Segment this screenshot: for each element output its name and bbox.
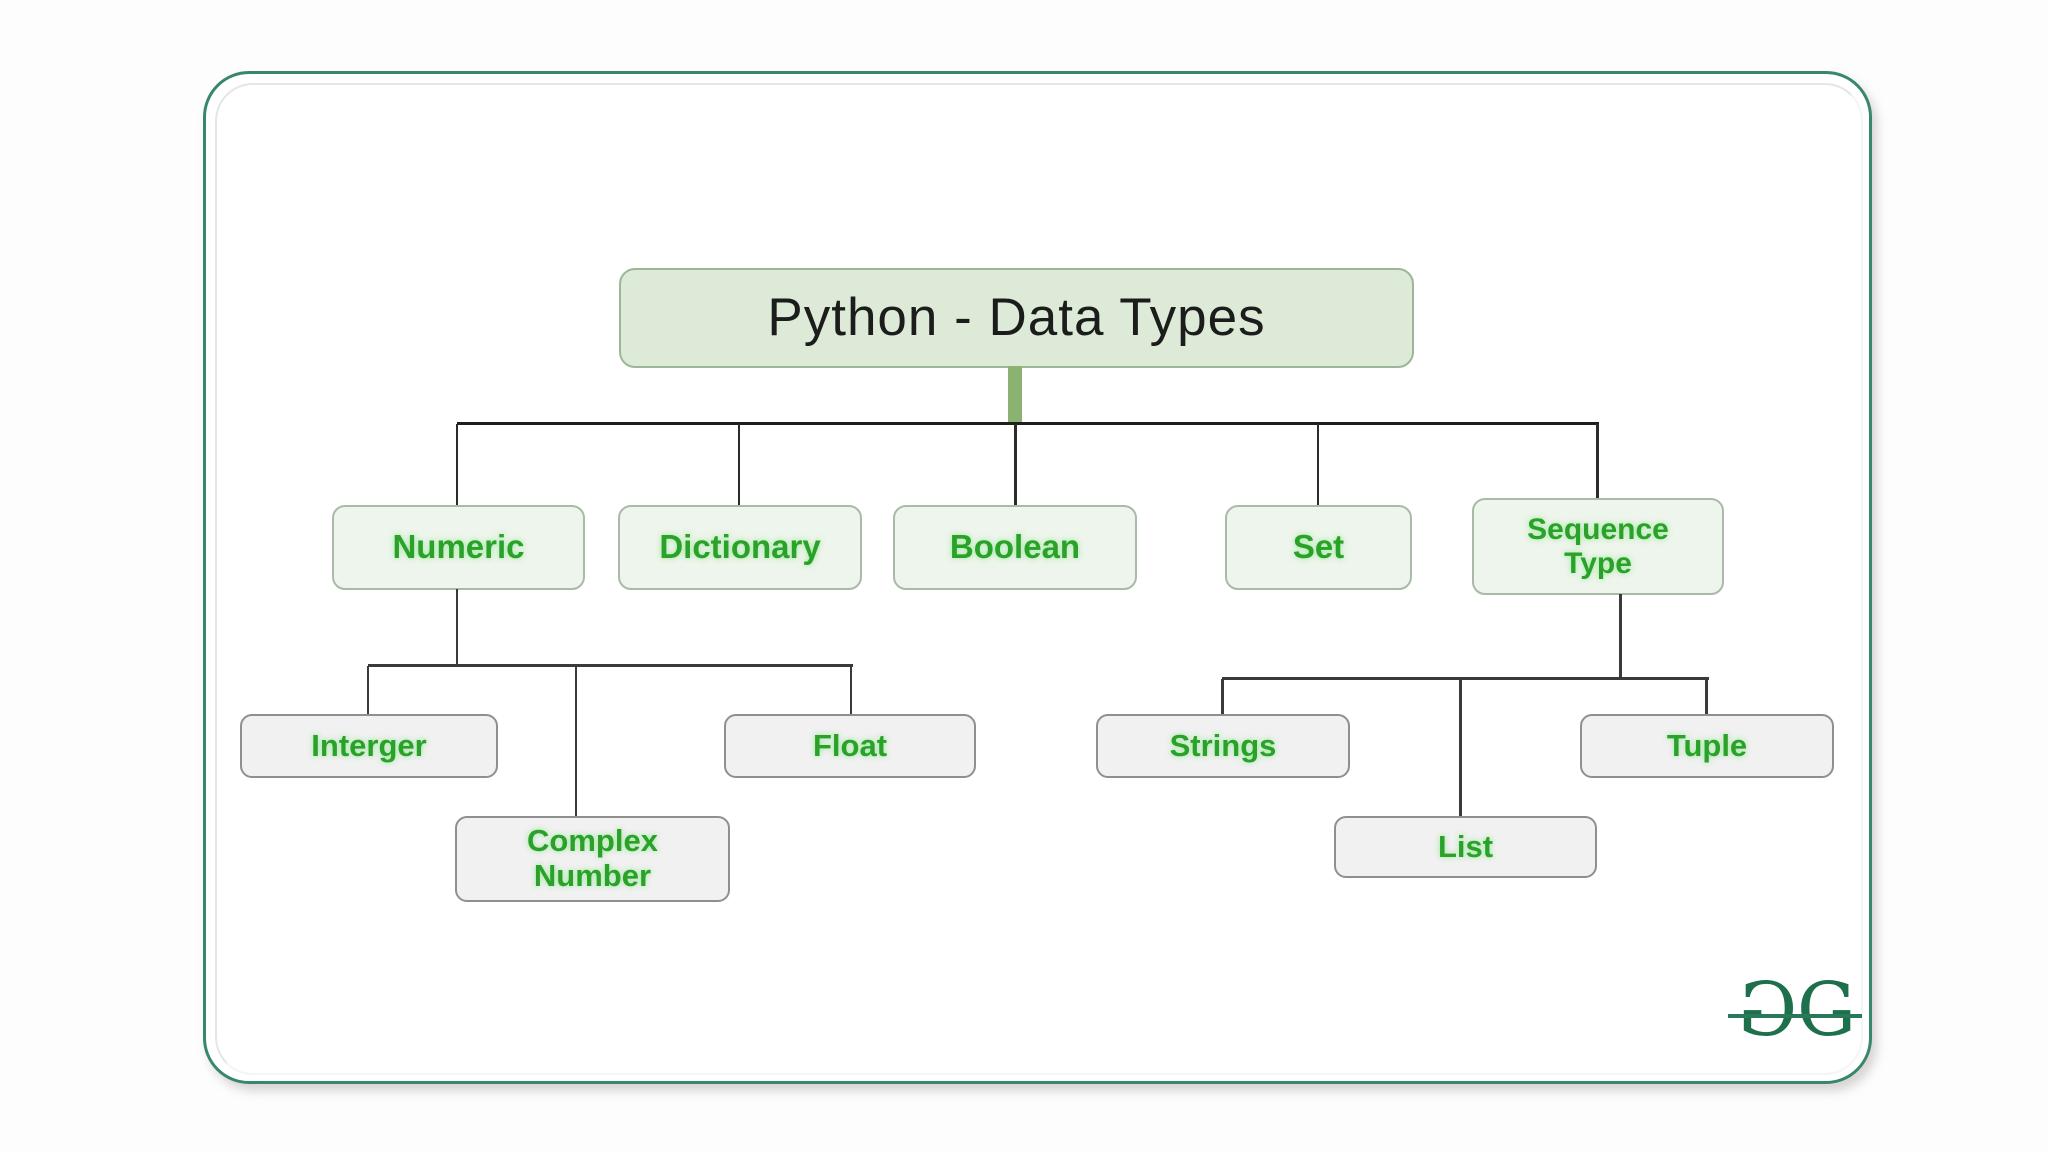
node-tuple-label: Tuple <box>1666 727 1748 763</box>
connector-drop-float <box>850 666 852 715</box>
node-complex-number: Complex Number <box>455 816 730 902</box>
node-dictionary: Dictionary <box>618 505 862 590</box>
node-set: Set <box>1225 505 1412 590</box>
node-sequence-type: Sequence Type <box>1472 498 1724 595</box>
connector-drop-set <box>1317 424 1319 506</box>
node-boolean: Boolean <box>893 505 1137 590</box>
connector-numeric-rail <box>368 664 853 667</box>
node-sequence-type-label: Sequence Type <box>1527 512 1669 580</box>
node-complex-number-label: Complex Number <box>527 823 658 893</box>
connector-drop-boolean <box>1014 424 1017 506</box>
node-python-data-types: Python - Data Types <box>619 268 1414 368</box>
node-dictionary-label: Dictionary <box>659 528 821 566</box>
node-list-label: List <box>1437 828 1494 864</box>
connector-drop-complex-number <box>575 666 577 817</box>
node-interger-label: Interger <box>311 727 427 763</box>
node-float-label: Float <box>812 727 888 763</box>
node-strings: Strings <box>1096 714 1350 778</box>
connector-root-trunk <box>1008 366 1022 424</box>
node-strings-label: Strings <box>1169 727 1277 763</box>
node-numeric-label: Numeric <box>392 528 525 566</box>
connector-drop-dictionary <box>738 424 740 506</box>
geeksforgeeks-logo: GG <box>1722 967 1872 1055</box>
connector-drop-tuple <box>1705 679 1708 715</box>
node-set-label: Set <box>1292 528 1345 566</box>
node-numeric: Numeric <box>332 505 585 590</box>
node-python-data-types-label: Python - Data Types <box>767 288 1266 348</box>
connector-drop-sequence-type <box>1596 424 1599 499</box>
connector-drop-interger <box>367 666 369 715</box>
node-tuple: Tuple <box>1580 714 1834 778</box>
node-float: Float <box>724 714 976 778</box>
logo-crossbar <box>1728 1014 1862 1018</box>
node-interger: Interger <box>240 714 498 778</box>
connector-stem-sequence-type <box>1619 594 1622 679</box>
logo-g-mirrored: G <box>1740 967 1797 1053</box>
node-boolean-label: Boolean <box>949 528 1081 566</box>
connector-sequence-rail <box>1222 677 1709 680</box>
node-list: List <box>1334 816 1597 878</box>
connector-drop-strings <box>1221 679 1224 715</box>
connector-stem-numeric <box>456 589 458 666</box>
connector-drop-list <box>1459 679 1462 817</box>
logo-g: G <box>1797 967 1856 1053</box>
connector-level1-rail <box>457 422 1599 425</box>
connector-drop-numeric <box>456 424 458 506</box>
